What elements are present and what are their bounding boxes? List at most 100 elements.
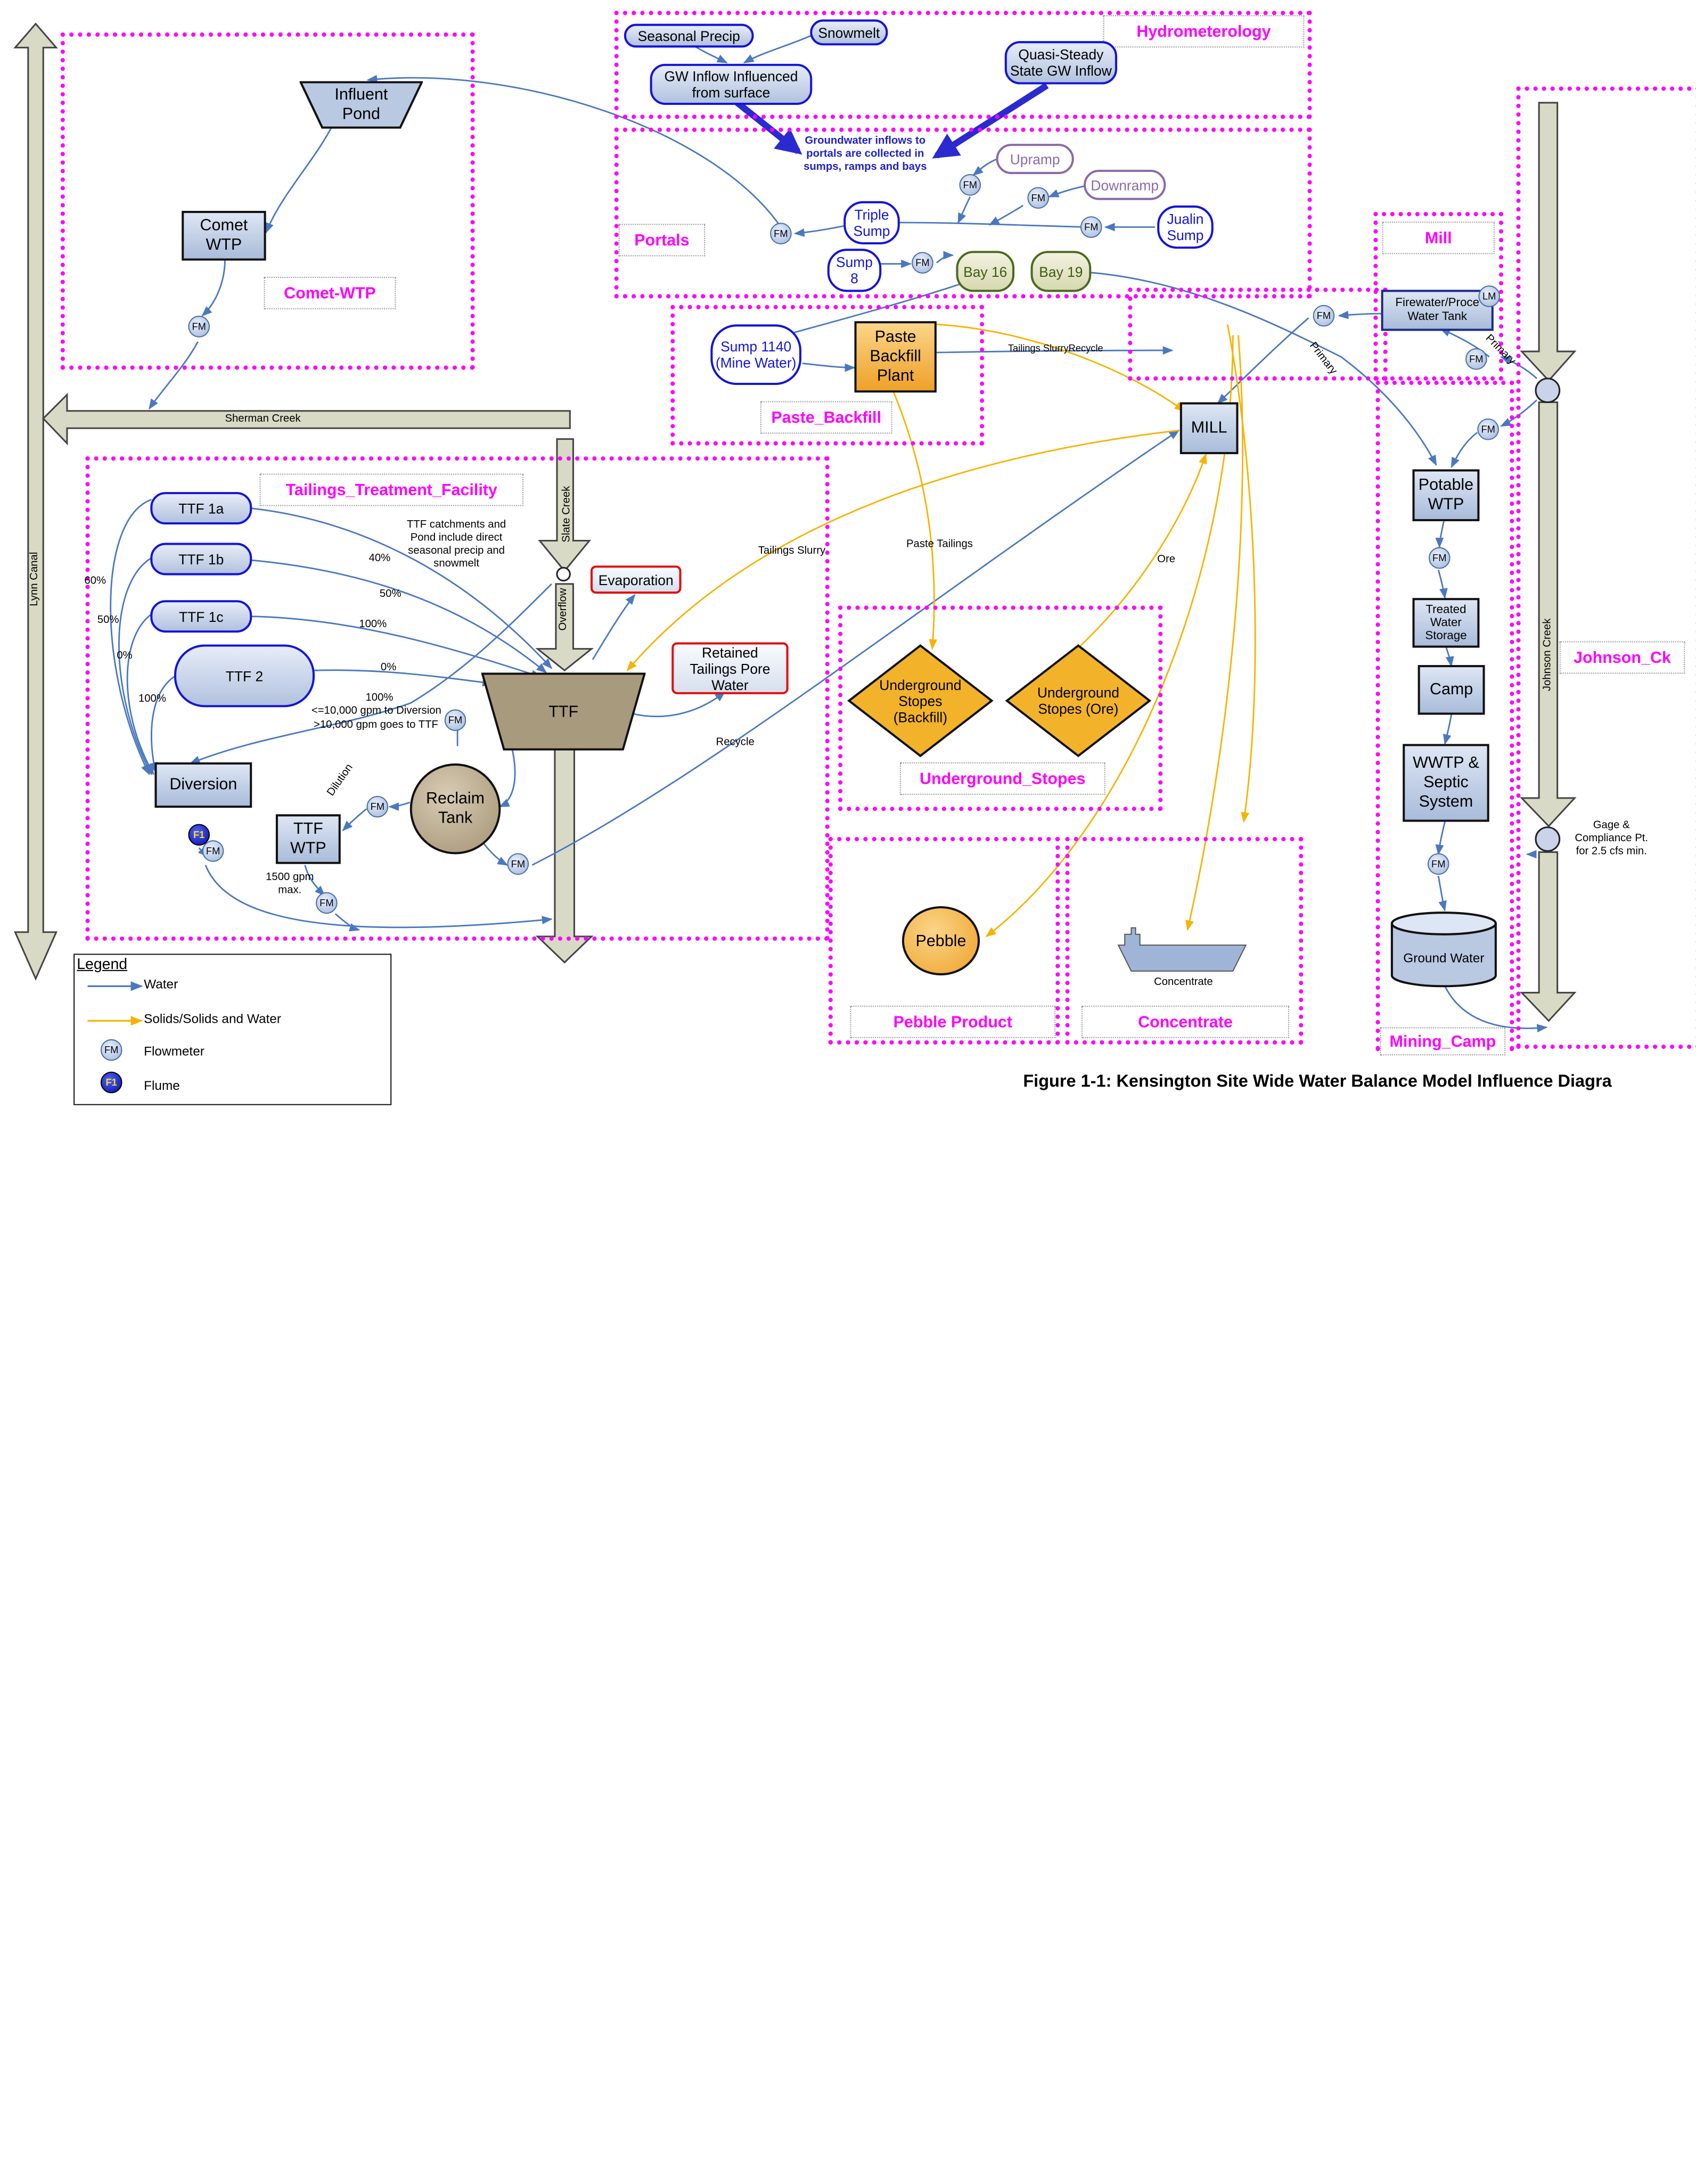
zone-concentrate (1065, 836, 1304, 1045)
slate-creek-arrow (538, 438, 592, 572)
zone-title-underground-stopes: Underground_Stopes (899, 762, 1105, 795)
pct-100-label: 100% (359, 618, 387, 631)
concentrate-ship-icon (1117, 927, 1247, 972)
zone-title-pebble-product: Pebble Product (850, 1005, 1056, 1038)
johnson-creek-upper-arrow (1520, 102, 1577, 382)
zone-pebble-product (828, 836, 1060, 1045)
ttf-1c[interactable]: TTF 1c (150, 600, 252, 633)
sump-1140-label: Sump 1140 (Mine Water) (715, 338, 797, 371)
snowmelt[interactable]: Snowmelt (810, 19, 888, 46)
sump-8-label: Sump 8 (835, 254, 873, 287)
ttf-2[interactable]: TTF 2 (174, 644, 315, 708)
zone-title-portals: Portals (618, 224, 706, 257)
camp-box[interactable]: Camp (1418, 665, 1485, 715)
zone-title-concentrate: Concentrate (1081, 1005, 1289, 1038)
ground-water-cylinder[interactable]: Ground Water (1390, 910, 1498, 988)
triple-sump[interactable]: Triple Sump (843, 201, 900, 245)
zone-comet-wtp (60, 32, 475, 370)
legend-title: Legend (77, 955, 128, 972)
flowmeter-icon: FM (1477, 418, 1499, 440)
comet-wtp-box[interactable]: Comet WTP (182, 211, 266, 261)
recycle-label: Recycle (716, 736, 755, 749)
tailings-slurry-recycle-label: Tailings SlurryRecycle (1007, 342, 1103, 354)
bay-16[interactable]: Bay 16 (956, 251, 1015, 292)
sherman-creek-arrow (42, 392, 571, 446)
groundwater-note: Groundwater inflows to portals are colle… (804, 135, 927, 173)
legend-water-arrow (87, 981, 143, 991)
gage-note: Gage & Compliance Pt. for 2.5 cfs min. (1575, 819, 1649, 858)
flowmeter-icon: FM (1080, 216, 1102, 238)
lynn-canal-label: Lynn Canal (28, 552, 41, 606)
gage-circle (1535, 826, 1561, 852)
seasonal-precip[interactable]: Seasonal Precip (624, 23, 754, 48)
diversion-box[interactable]: Diversion (154, 762, 252, 808)
zone-title-comet-wtp: Comet-WTP (264, 276, 396, 309)
pebble-node[interactable]: Pebble (902, 906, 980, 975)
sherman-creek-label: Sherman Creek (225, 413, 301, 425)
solids-flows (626, 323, 1256, 938)
flowmeter-icon: FM (770, 223, 792, 245)
zone-hydrometerology (614, 11, 1312, 119)
stopes-backfill[interactable]: Underground Stopes (Backfill) (847, 643, 994, 758)
upramp[interactable]: Upramp (996, 144, 1074, 174)
pct-100-label: 100% (365, 692, 394, 704)
jualin-sump[interactable]: Jualin Sump (1157, 205, 1214, 249)
pct-50-label: 50% (97, 614, 119, 626)
pct-60-label: 60% (84, 575, 106, 587)
ttf-basin-label: TTF (548, 702, 579, 721)
evaporation[interactable]: Evaporation (590, 565, 682, 594)
legend-flume-label: Flume (144, 1078, 180, 1094)
mill-box[interactable]: MILL (1179, 402, 1239, 455)
wwtp-septic-box[interactable]: WWTP & Septic System (1403, 744, 1489, 822)
ttf-basin-shape (481, 672, 646, 751)
paste-backfill-plant[interactable]: Paste Backfill Plant (854, 321, 937, 393)
gw-inflow-surface[interactable]: GW Inflow Influenced from surface (650, 63, 813, 105)
tailings-slurry-label: Tailings Slurry (758, 545, 826, 557)
influent-pond-shape (299, 81, 423, 129)
quasi-steady-gw-label: Quasi-Steady State GW Inflow (1010, 46, 1112, 79)
potable-wtp-label: Potable WTP (1418, 475, 1474, 514)
legend-solids-arrow (87, 1016, 143, 1026)
treated-storage-box[interactable]: Treated Water Storage (1412, 598, 1480, 648)
ore-label: Ore (1157, 553, 1176, 566)
pct-50-label: 50% (379, 588, 402, 601)
ttf-1b[interactable]: TTF 1b (150, 543, 252, 576)
ttf-wtp-box[interactable]: TTF WTP (275, 814, 341, 864)
zone-title-tailings: Tailings_Treatment_Facility (259, 473, 524, 506)
ttf-discharge-arrow (535, 745, 594, 964)
zone-title-johnson-ck: Johnson_Ck (1559, 641, 1685, 674)
ttf-basin[interactable]: TTF (481, 672, 646, 751)
paste-tailings-label: Paste Tailings (906, 538, 973, 551)
influent-pond-label: Influent Pond (334, 85, 388, 124)
stopes-ore[interactable]: Underground Stopes (Ore) (1005, 643, 1152, 758)
ttf-1a[interactable]: TTF 1a (150, 492, 252, 525)
sump-1140[interactable]: Sump 1140 (Mine Water) (710, 324, 801, 385)
reclaim-tank[interactable]: Reclaim Tank (409, 763, 501, 855)
influent-pond[interactable]: Influent Pond (299, 81, 423, 129)
downramp[interactable]: Downramp (1084, 169, 1166, 200)
stopes-backfill-shape (847, 644, 994, 758)
gpm-diversion-note: <=10,000 gpm to Diversion (311, 705, 441, 717)
flowmeter-icon: FM (507, 853, 529, 875)
concentrate-ship-label: Concentrate (1154, 976, 1213, 989)
flowmeter-icon: FM (1027, 187, 1050, 209)
sump-8[interactable]: Sump 8 (827, 249, 882, 292)
pct-0-label: 0% (117, 650, 133, 662)
paste-backfill-plant-label: Paste Backfill Plant (870, 327, 921, 385)
quasi-steady-gw[interactable]: Quasi-Steady State GW Inflow (1004, 41, 1118, 85)
gpm-1500-note: 1500 gpm max. (266, 871, 314, 897)
retained-pore-water[interactable]: Retained Tailings Pore Water (671, 642, 789, 694)
legend-flowmeter-icon: FM (100, 1039, 122, 1061)
flowmeter-icon: FM (959, 174, 981, 196)
firewater-tank[interactable]: Firewater/Proce Water Tank (1381, 290, 1494, 331)
zone-johnson-ck (1516, 86, 1696, 1049)
zone-title-mill: Mill (1382, 221, 1495, 254)
flowmeter-icon: FM (316, 892, 338, 914)
pct-100-label: 100% (138, 693, 166, 705)
lynn-canal-arrow (13, 22, 58, 981)
potable-wtp-box[interactable]: Potable WTP (1412, 469, 1480, 521)
wwtp-septic-label: WWTP & Septic System (1413, 753, 1479, 811)
bay-19[interactable]: Bay 19 (1030, 251, 1092, 292)
stopes-ore-label: Underground Stopes (Ore) (1037, 684, 1119, 717)
johnson-creek-lower-arrow (1520, 851, 1577, 1022)
